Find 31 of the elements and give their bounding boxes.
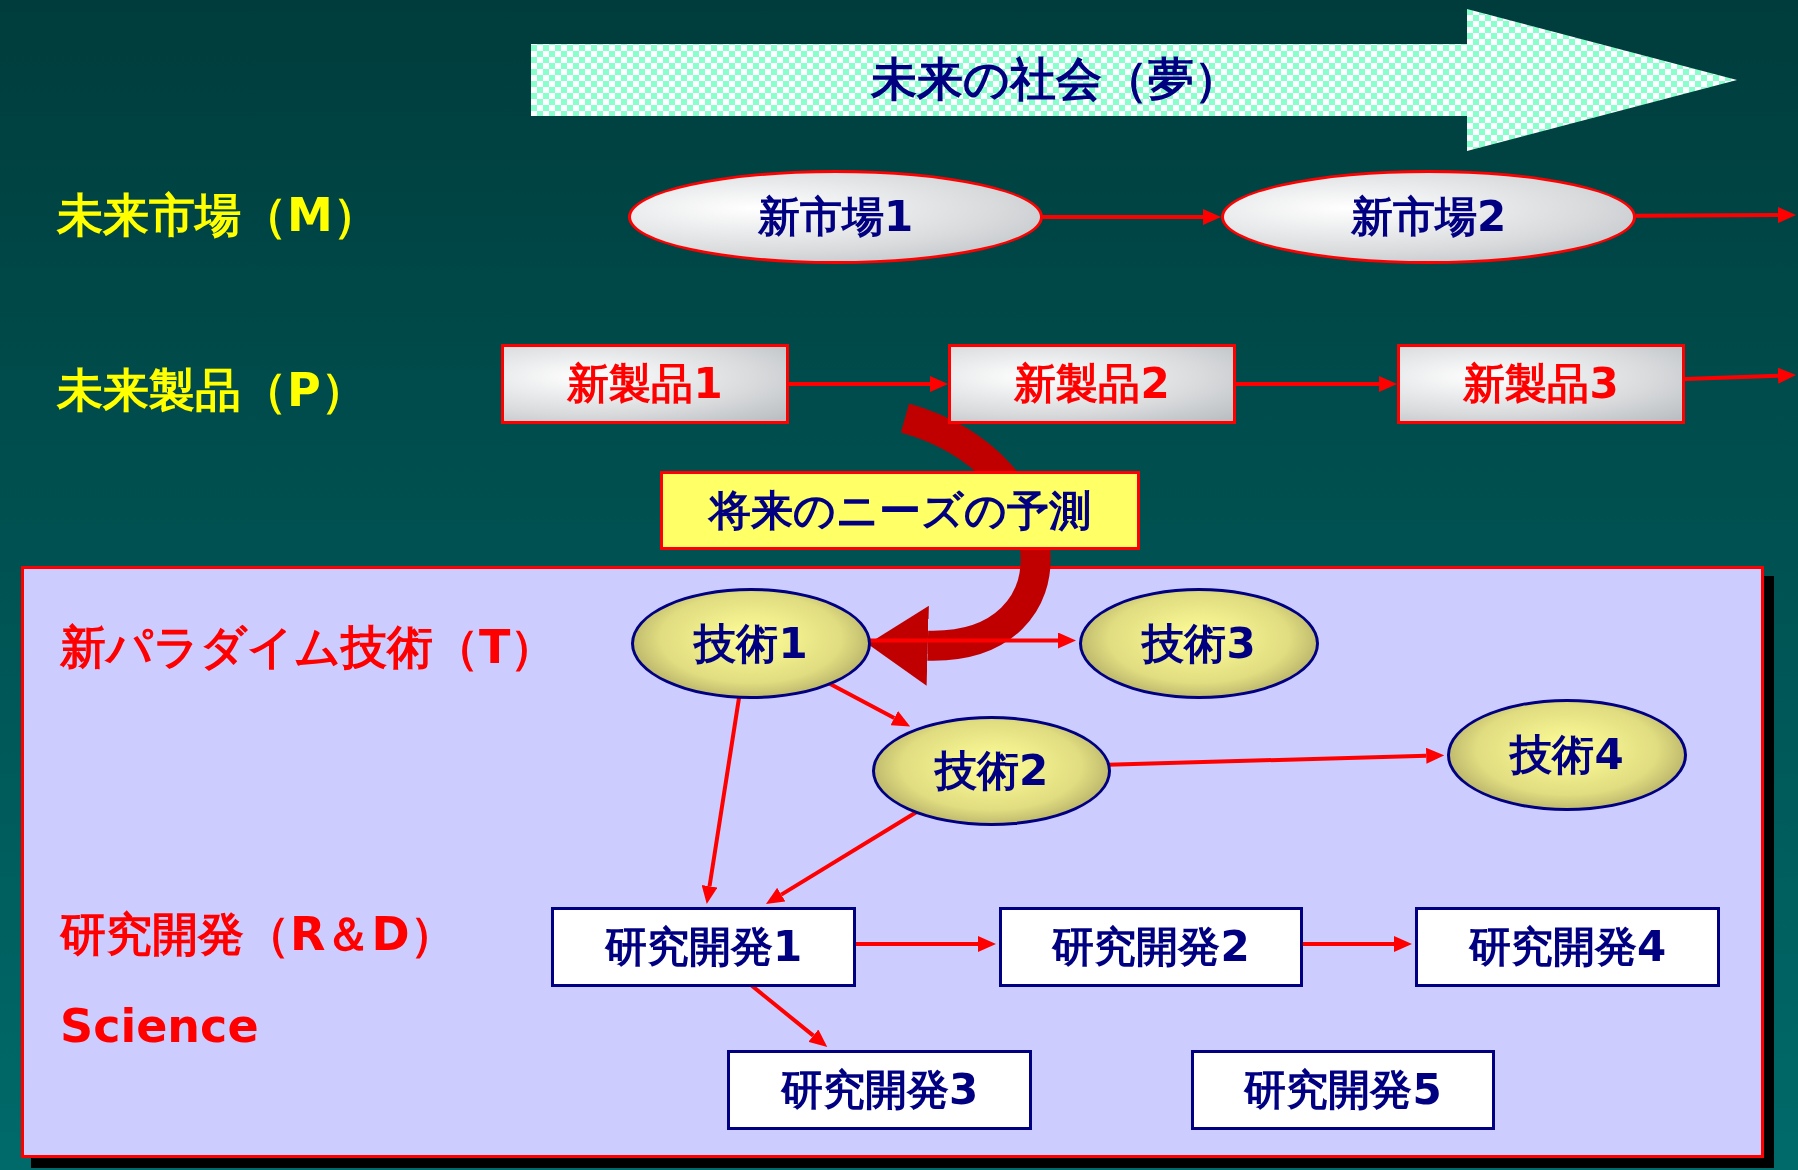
arrow [1043, 209, 1221, 225]
row-label: 新パラダイム技術（T） [60, 619, 557, 676]
row-label: 未来市場（M） [57, 187, 379, 244]
row-label: 未来製品（P） [57, 362, 367, 419]
technology-ellipse: 技術2 [872, 716, 1111, 826]
market-ellipse: 新市場1 [628, 170, 1043, 264]
research-box: 研究開発1 [551, 907, 856, 987]
technology-ellipse: 技術3 [1079, 588, 1319, 699]
banner-arrow: 未来の社会（夢） [531, 9, 1737, 151]
arrow [1107, 747, 1445, 767]
arrow [765, 810, 918, 904]
arrow [1236, 376, 1397, 392]
arrow [868, 632, 1076, 649]
arrow [1635, 207, 1796, 224]
product-box: 新製品3 [1397, 344, 1685, 424]
arrow [1300, 936, 1412, 952]
technology-ellipse: 技術1 [631, 588, 871, 699]
research-box: 研究開発4 [1415, 907, 1720, 987]
market-ellipse: 新市場2 [1221, 170, 1636, 264]
arrow [789, 376, 948, 392]
arrow [1684, 367, 1796, 384]
research-box: 研究開発3 [727, 1050, 1032, 1130]
row-label: Science [60, 999, 259, 1053]
research-box: 研究開発5 [1191, 1050, 1495, 1130]
product-box: 新製品1 [501, 344, 789, 424]
row-label: 研究開発（R＆D） [60, 906, 456, 963]
product-box: 新製品2 [948, 344, 1236, 424]
research-box: 研究開発2 [999, 907, 1303, 987]
technology-ellipse: 技術4 [1447, 699, 1687, 811]
arrow [853, 936, 996, 952]
forecast-box: 将来のニーズの予測 [660, 471, 1140, 550]
